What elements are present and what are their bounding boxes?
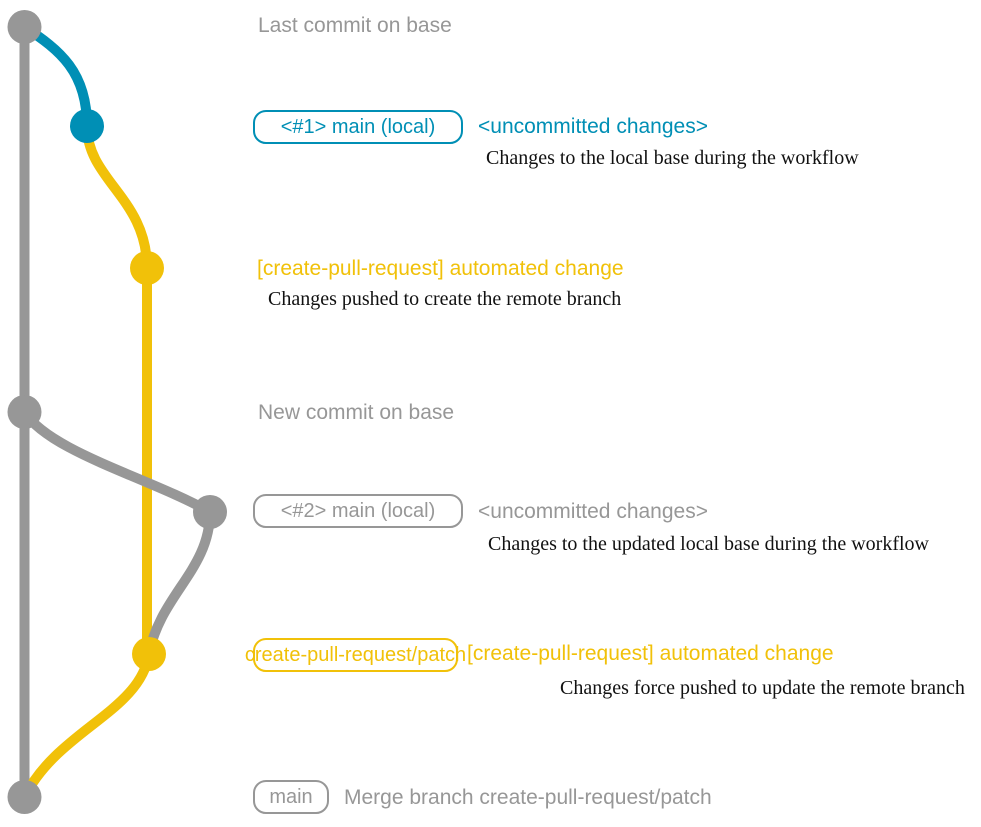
branch-label-main: main <box>253 780 329 814</box>
annotation-local-base-changes: Changes to the local base during the wor… <box>486 147 859 169</box>
branch-label-main-text: main <box>269 785 313 808</box>
commit-message-new-commit-on-base: New commit on base <box>258 401 455 424</box>
commit-message-automated-change-1: [create-pull-request] automated change <box>257 257 624 280</box>
commit-dot-automated-change-2 <box>132 637 166 671</box>
commit-message-automated-change-2: [create-pull-request] automated change <box>467 642 834 665</box>
branch-label-main-local-1-text: <#1> main (local) <box>280 115 436 138</box>
commit-dot-automated-change-1 <box>130 251 164 285</box>
branch-label-main-local-2-text: <#2> main (local) <box>280 499 436 522</box>
annotation-updated-local-base-changes: Changes to the updated local base during… <box>488 533 929 555</box>
commit-message-uncommitted-changes-1: <uncommitted changes> <box>478 115 708 138</box>
commit-dot-uncommitted-1 <box>70 109 104 143</box>
branch-label-main-local-2: <#2> main (local) <box>253 494 463 528</box>
commit-message-uncommitted-changes-2: <uncommitted changes> <box>478 500 708 523</box>
git-graph <box>7 10 227 814</box>
commit-message-merge-branch: Merge branch create-pull-request/patch <box>344 786 712 809</box>
commit-dot-merge <box>7 780 42 814</box>
patch-branch-line-start <box>82 121 152 273</box>
branch-label-create-pull-request-patch-text: create-pull-request/patch <box>244 643 467 666</box>
annotation-changes-force-pushed: Changes force pushed to update the remot… <box>560 677 965 699</box>
commit-dot-new-commit-on-base <box>7 395 42 429</box>
commit-dot-last-commit-on-base <box>7 10 42 44</box>
annotation-changes-pushed: Changes pushed to create the remote bran… <box>268 288 622 310</box>
branch-label-main-local-1: <#1> main (local) <box>253 110 463 144</box>
updated-local-rebase-line <box>144 507 215 659</box>
patch-branch-merge-line <box>19 649 154 802</box>
branch-label-create-pull-request-patch: create-pull-request/patch <box>245 638 466 672</box>
local-main-branch-line <box>19 22 92 131</box>
commit-message-last-commit-on-base: Last commit on base <box>258 14 452 37</box>
updated-local-branch-line <box>19 407 215 517</box>
commit-dot-uncommitted-2 <box>193 495 227 529</box>
